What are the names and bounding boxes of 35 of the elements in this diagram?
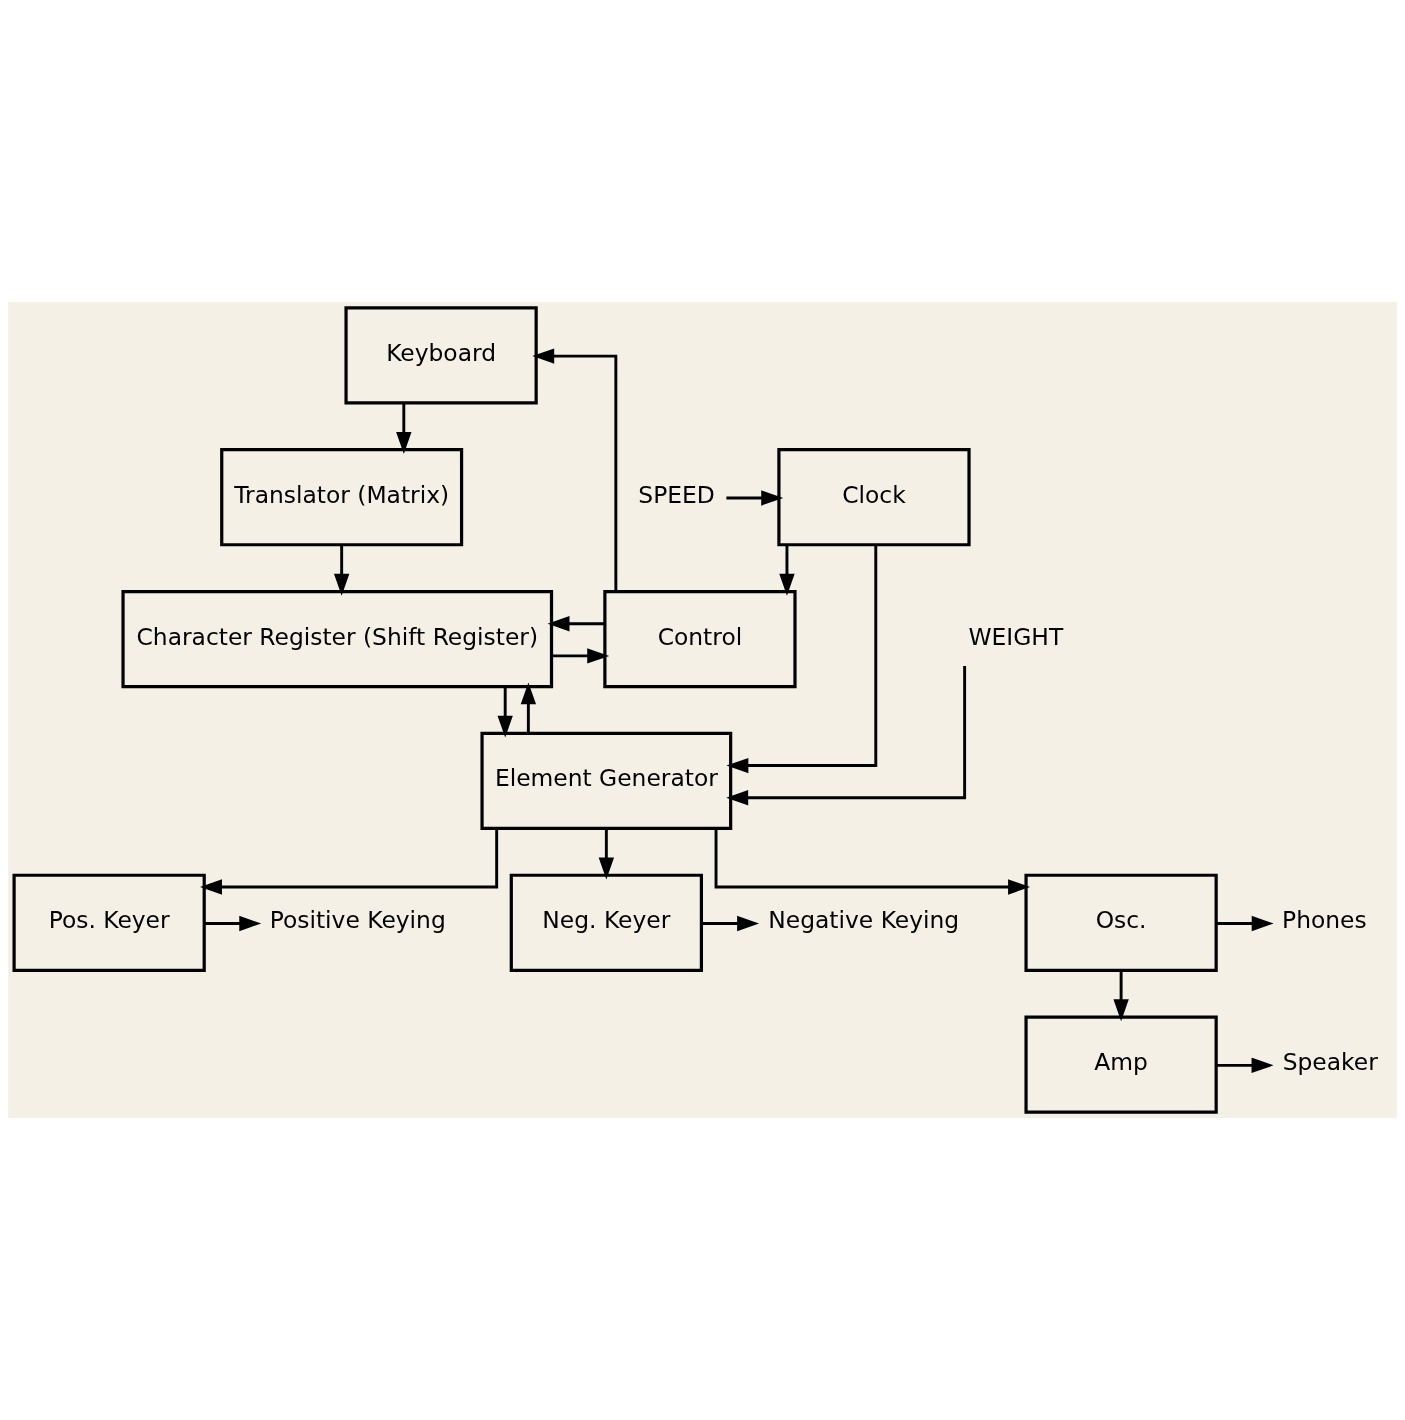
- node-box: Translator (Matrix): [220, 448, 464, 547]
- arrow: [497, 686, 513, 738]
- arrow: [1216, 1057, 1274, 1074]
- arrow: [726, 490, 784, 506]
- node-box: Keyboard: [344, 306, 538, 405]
- arrow: [204, 915, 262, 932]
- arrow: [532, 348, 618, 592]
- arrow: [714, 829, 1031, 895]
- arrow: [726, 545, 878, 774]
- arrow: [520, 682, 537, 734]
- arrow: [701, 915, 760, 932]
- node-box: Element Generator: [480, 731, 733, 831]
- arrow: [551, 648, 610, 664]
- arrow: [779, 544, 795, 596]
- arrow: [726, 666, 967, 806]
- node-box: Pos. Keyer: [12, 873, 206, 972]
- arrow: [1216, 915, 1274, 932]
- arrow: [547, 616, 605, 632]
- node-box: Clock: [777, 448, 971, 547]
- node-box: Character Register (Shift Register): [121, 589, 554, 689]
- node-box: Neg. Keyer: [509, 873, 703, 972]
- node-box: Amp: [1024, 1015, 1218, 1114]
- arrow: [333, 544, 350, 596]
- node-text: Positive Keying: [269, 906, 446, 935]
- node-box: Control: [603, 589, 797, 689]
- node-text: SPEED: [638, 480, 715, 509]
- node-text: Negative Keying: [768, 906, 960, 935]
- node-text: WEIGHT: [968, 622, 1064, 651]
- node-text: Speaker: [1282, 1048, 1378, 1077]
- arrow: [396, 403, 412, 454]
- arrow: [1113, 970, 1129, 1022]
- arrow: [200, 829, 499, 895]
- arrow: [598, 828, 615, 880]
- node-text: Phones: [1282, 906, 1367, 935]
- node-box: Osc.: [1024, 873, 1218, 972]
